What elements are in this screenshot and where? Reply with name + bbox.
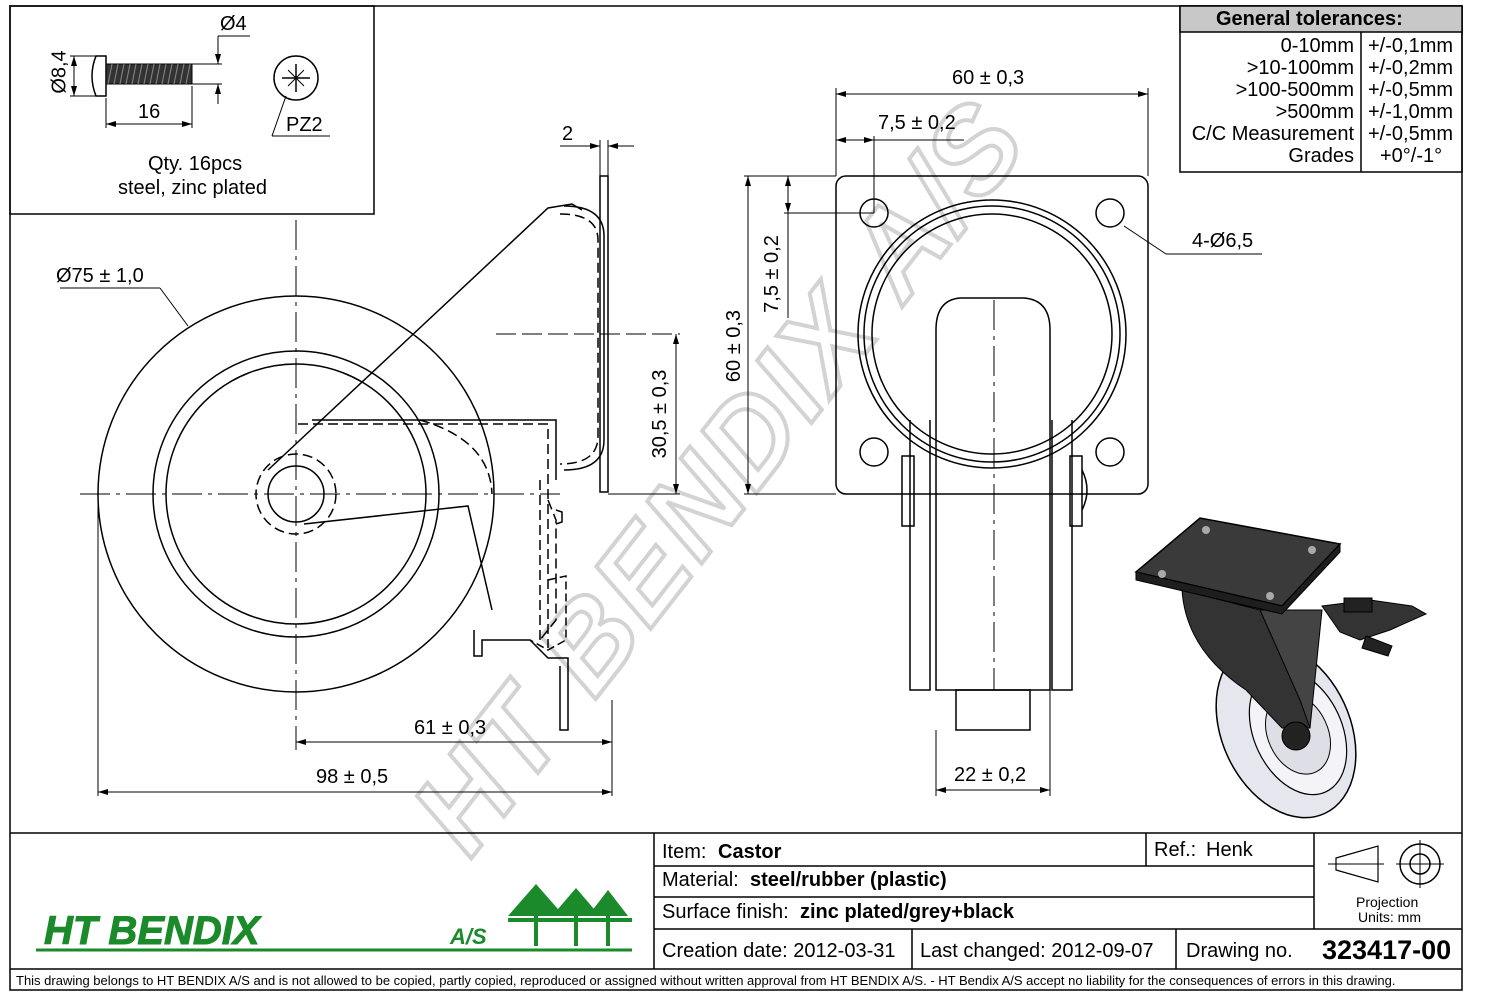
- tolerance-range: 0-10mm: [1280, 35, 1354, 57]
- units-label: Units: mm: [1358, 909, 1421, 925]
- tolerance-row: 0-10mm +/-0,1mm: [1180, 36, 1462, 58]
- screw-thread-dia: Ø4: [220, 13, 247, 35]
- disclaimer: This drawing belongs to HT BENDIX A/S an…: [16, 973, 1396, 988]
- watermark-text: HT BENDIX A/S: [386, 75, 1052, 876]
- dim-wheel-width: 22 ± 0,2: [954, 764, 1027, 786]
- front-view: [835, 175, 1262, 731]
- dim-offset-horizontal: 61 ± 0,3: [414, 717, 487, 739]
- tolerance-range: >500mm: [1275, 101, 1354, 123]
- dim-plate-depth: 60 ± 0,3: [723, 309, 745, 383]
- surface-label: Surface finish:: [662, 901, 789, 923]
- dim-total-height: 98 ± 0,5: [316, 766, 389, 788]
- last-changed: Last changed: 2012-09-07: [920, 940, 1154, 962]
- tolerance-row: >100-500mm +/-0,5mm: [1180, 80, 1462, 102]
- material-label: Material:: [662, 869, 739, 891]
- dim-holes: 4-Ø6,5: [1192, 230, 1254, 252]
- company-logo: HT BENDIX A/S: [36, 884, 632, 954]
- screw-qty: Qty. 16pcs: [148, 153, 243, 175]
- tolerance-range: >10-100mm: [1246, 57, 1354, 79]
- dim-hole-offset-y: 7,5 ± 0,2: [761, 235, 783, 313]
- creation-date: Creation date: 2012-03-31: [662, 940, 896, 962]
- screw-length: 16: [138, 101, 161, 123]
- dim-hole-offset-x: 7,5 ± 0,2: [878, 112, 956, 134]
- side-view-dims: [97, 140, 680, 796]
- tolerance-value: +/-0,2mm: [1368, 57, 1454, 79]
- tolerance-row: C/C Measurement +/-0,5mm: [1180, 124, 1462, 146]
- tolerance-title: General tolerances:: [1216, 8, 1403, 30]
- surface-value: zinc plated/grey+black: [800, 901, 1014, 923]
- tolerance-value: +0°/-1°: [1380, 145, 1443, 167]
- side-view: [60, 175, 609, 750]
- castor-iso-illustration: [1134, 517, 1428, 819]
- screw-material: steel, zinc plated: [118, 177, 267, 199]
- front-view-dims: [744, 88, 1149, 796]
- drawing-no-label: Drawing no.: [1186, 940, 1293, 962]
- screw-drive: PZ2: [286, 114, 323, 136]
- drawing-number: 323417-00: [1322, 935, 1452, 965]
- tolerance-row: Grades +0°/-1°: [1180, 146, 1462, 168]
- ref-value: Henk: [1206, 839, 1253, 861]
- tolerance-range: >100-500mm: [1235, 79, 1354, 101]
- material-value: steel/rubber (plastic): [750, 869, 947, 891]
- tolerance-rows: 0-10mm +/-0,1mm >10-100mm +/-0,2mm >100-…: [1180, 36, 1462, 168]
- dim-offset-vertical: 30,5 ± 0,3: [649, 369, 671, 459]
- title-block: [10, 832, 1462, 970]
- tolerance-range: C/C Measurement: [1191, 123, 1354, 145]
- projection-label: Projection: [1356, 894, 1419, 910]
- projection-symbol: [1328, 840, 1444, 888]
- screw-detail: [9, 5, 375, 215]
- tolerance-value: +/-0,5mm: [1368, 79, 1454, 101]
- tolerance-row: >500mm +/-1,0mm: [1180, 102, 1462, 124]
- tolerance-table: [1179, 5, 1463, 173]
- tolerance-row: >10-100mm +/-0,2mm: [1180, 58, 1462, 80]
- item-value: Castor: [718, 841, 782, 863]
- tolerance-value: +/-1,0mm: [1368, 101, 1454, 123]
- tolerance-range: Grades: [1288, 145, 1354, 167]
- ref-label: Ref.:: [1154, 839, 1197, 861]
- logo-sub-text: A/S: [449, 924, 487, 949]
- dim-plate-width: 60 ± 0,3: [952, 67, 1025, 89]
- tolerance-value: +/-0,1mm: [1368, 35, 1454, 57]
- logo-main-text: HT BENDIX: [44, 909, 262, 953]
- dim-plate-thickness: 2: [562, 123, 574, 145]
- tolerance-value: +/-0,5mm: [1368, 123, 1454, 145]
- sheet-border: [9, 5, 1463, 991]
- screw-head-dia: Ø8,4: [48, 50, 71, 94]
- item-label: Item:: [662, 841, 707, 863]
- dim-wheel-dia: Ø75 ± 1,0: [56, 265, 144, 287]
